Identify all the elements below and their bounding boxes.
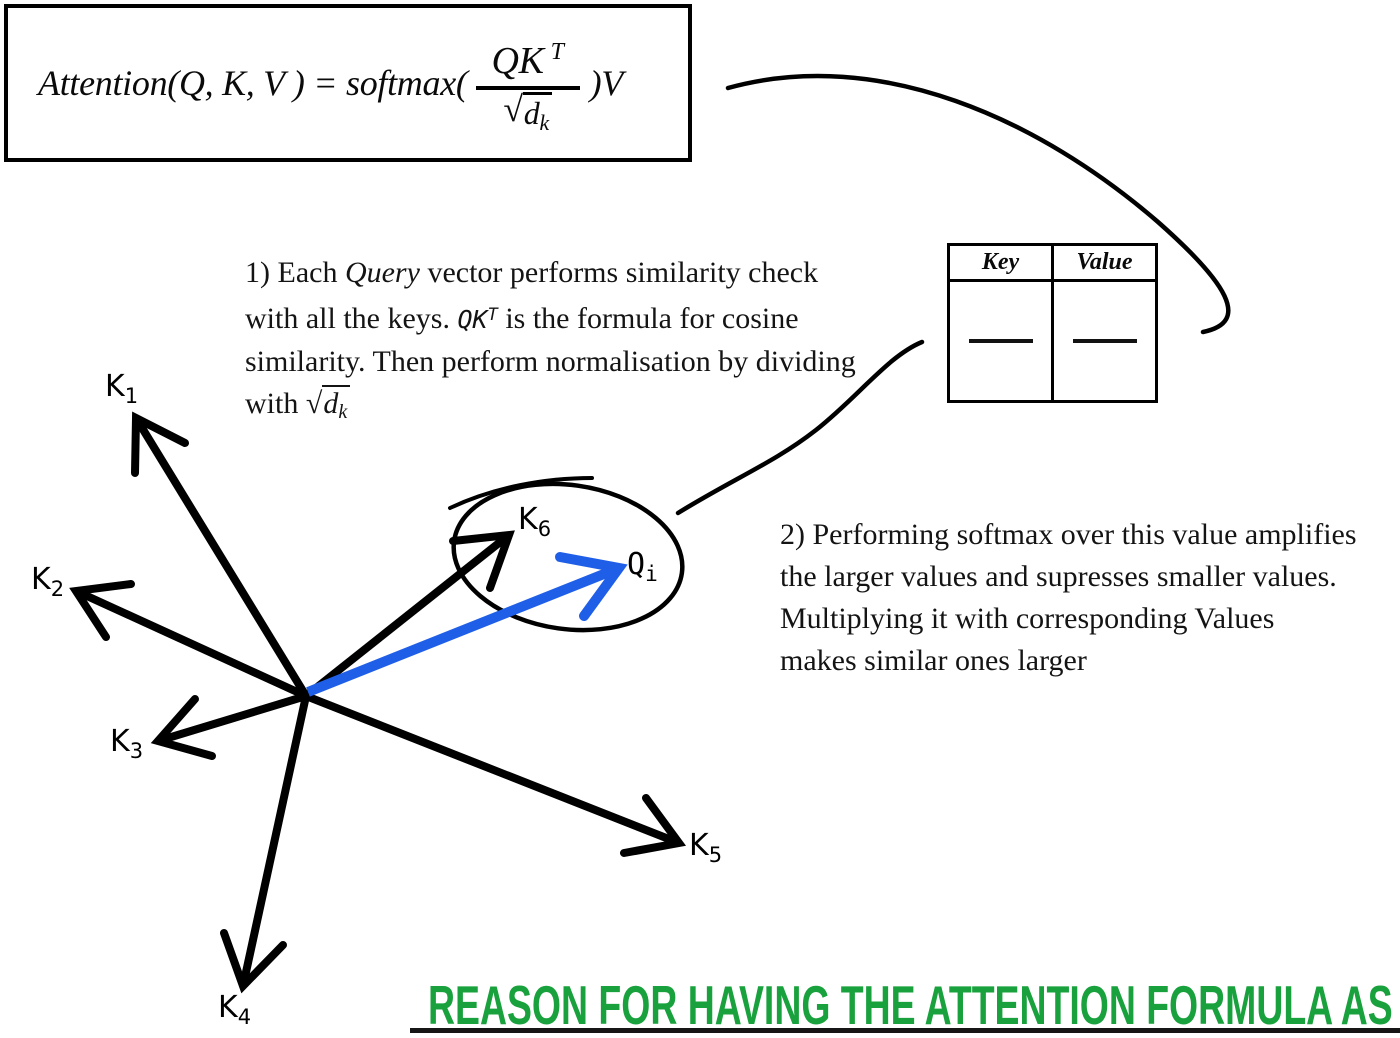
k3-sub: 3 — [129, 739, 144, 763]
vector-label-k2: K2 — [31, 563, 64, 606]
vector-qi-shaft — [306, 563, 621, 697]
radical-sign: √ — [503, 89, 523, 130]
formula-lhs: Attention(Q, K, V ) = softmax( — [38, 63, 468, 103]
qi-base: Q — [627, 547, 646, 582]
value-cell-placeholder-line — [1072, 339, 1137, 343]
k5-sub: 5 — [708, 843, 723, 867]
note-softmax-effect: 2) Performing softmax over this value am… — [780, 518, 1357, 677]
k2-sub: 2 — [50, 577, 65, 601]
kv-cell-value — [1054, 282, 1155, 400]
curve-table-to-ellipse — [675, 339, 925, 516]
vector-k2-shaft — [74, 587, 308, 700]
note1-d: d — [323, 387, 339, 420]
formula-closing: )V — [589, 63, 624, 103]
note1-qkt: QKT — [457, 305, 497, 334]
note1-radical-sign: √ — [305, 387, 323, 420]
note1-seg3: is the formula for cosine similarity. Th… — [245, 302, 856, 420]
vector-label-k6: K6 — [518, 503, 551, 546]
vector-k6-arrowhead — [449, 530, 515, 592]
k3-base: K — [110, 724, 130, 759]
vector-k3-shaft — [156, 692, 308, 745]
kv-table-body-row — [950, 282, 1155, 400]
qi-sub: i — [645, 562, 658, 586]
note1-radicand: dk — [322, 385, 351, 423]
radicand: dk — [522, 92, 552, 136]
vector-k3-arrowhead — [150, 695, 216, 760]
vector-label-qi: Qi — [627, 548, 658, 591]
ellipse-pen-overstroke — [448, 476, 594, 510]
key-vectors — [69, 411, 687, 994]
vector-qi-arrowhead — [555, 552, 628, 621]
kv-header-key: Key — [950, 246, 1054, 279]
vector-label-k4: K4 — [218, 991, 251, 1034]
note1-k: k — [338, 401, 348, 423]
vector-k2-arrowhead — [69, 580, 135, 641]
note1-seg1: 1) Each — [245, 256, 345, 289]
k1-base: K — [105, 369, 125, 404]
formula-numerator-sup: T — [550, 39, 564, 66]
formula-denominator: √dk — [503, 89, 552, 136]
curve-formula-to-table — [725, 73, 1231, 335]
vector-k4-arrowhead — [220, 929, 287, 994]
k4-base: K — [218, 990, 238, 1025]
vector-k5-shaft — [304, 692, 681, 847]
formula-numerator-base: QK — [491, 40, 544, 83]
k5-base: K — [689, 828, 709, 863]
vector-k5-arrowhead — [620, 794, 687, 857]
key-cell-placeholder-line — [968, 339, 1033, 343]
kv-table-header-row: Key Value — [950, 246, 1155, 282]
denominator-sub: k — [539, 111, 549, 136]
k4-sub: 4 — [237, 1005, 252, 1029]
vector-k1-shaft — [132, 415, 310, 699]
note1-sqrt-dk: √dk — [305, 385, 351, 423]
k6-base: K — [518, 502, 538, 537]
kv-header-value: Value — [1076, 249, 1133, 275]
vector-k6-shaft — [303, 531, 512, 700]
vector-k1-arrowhead — [131, 411, 189, 477]
note1-query-word: Query — [344, 256, 420, 289]
note1-qk-base: QK — [457, 305, 488, 334]
note1-qk-sup: T — [487, 305, 498, 325]
query-vector — [306, 552, 628, 697]
footer-title: REASON FOR HAVING THE ATTENTION FORMULA … — [428, 974, 1400, 1036]
vector-k4-shaft — [239, 695, 310, 987]
note1-seg2: vector performs similarity check with al… — [245, 256, 819, 335]
vector-label-k3: K3 — [110, 725, 143, 768]
kv-cell-key — [950, 282, 1054, 400]
k6-sub: 6 — [537, 517, 552, 541]
footer-underline — [410, 1028, 1400, 1033]
note-similarity-check: 1) Each Query vector performs similarity… — [245, 252, 860, 425]
fraction-bar — [475, 86, 580, 91]
k2-base: K — [31, 562, 51, 597]
vector-label-k5: K5 — [689, 829, 722, 872]
vector-label-k1: K1 — [105, 370, 138, 413]
k1-sub: 1 — [124, 384, 139, 408]
denominator-base: d — [523, 95, 540, 132]
key-value-table: Key Value — [947, 243, 1158, 403]
